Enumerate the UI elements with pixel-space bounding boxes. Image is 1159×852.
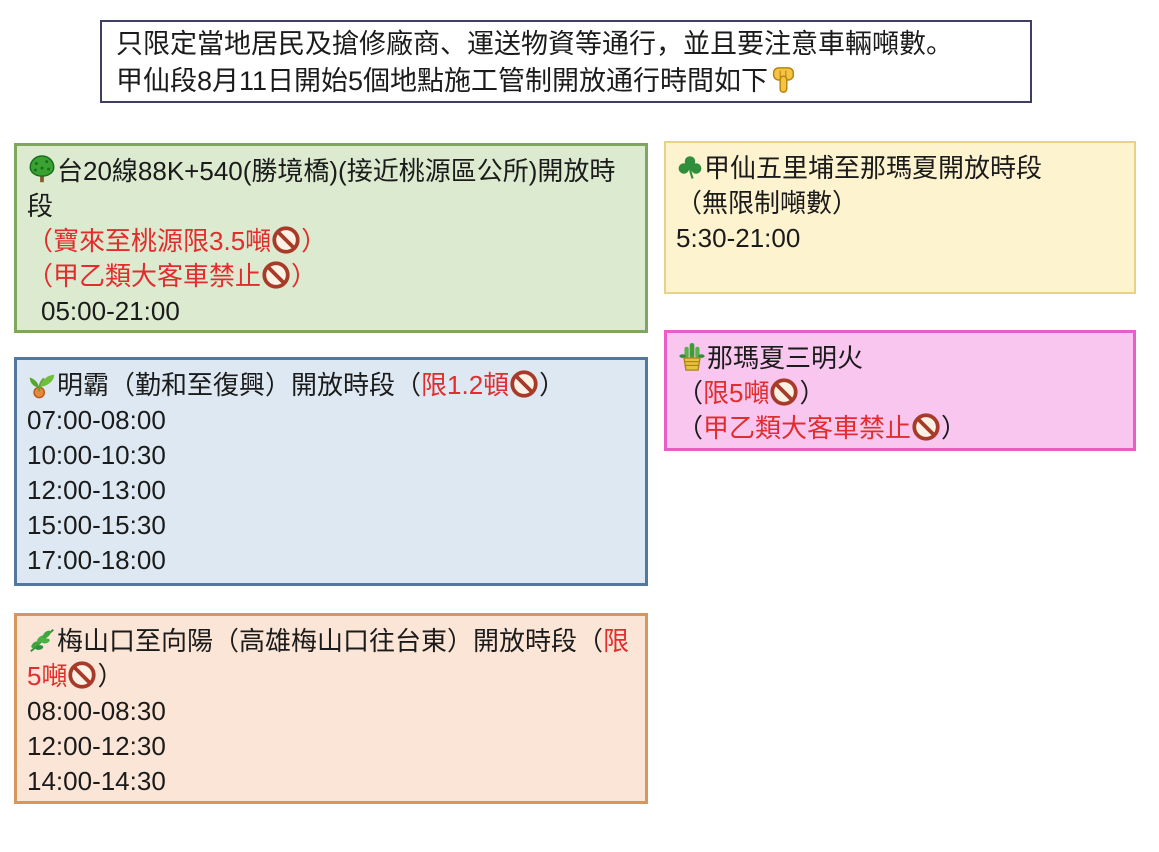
card-meishankou-title-suffix: ） [97, 661, 124, 691]
card-namasia-restriction-2: （甲乙類大客車禁止 ） [677, 411, 1123, 446]
notice-line-1-text: 只限定當地居民及搶修廠商、運送物資等通行，並且要注意車輛噸數。 [116, 29, 953, 59]
note-text: （無限制噸數） [676, 188, 859, 218]
restriction-close-paren: ） [799, 378, 826, 408]
notice-box: 只限定當地居民及搶修廠商、運送物資等通行，並且要注意車輛噸數。 甲仙段8月11日… [100, 20, 1032, 103]
no-entry-icon [509, 369, 539, 399]
pine-decoration-icon [677, 342, 707, 372]
card-mingba-restriction: 限1.2頓 [421, 370, 510, 400]
card-namasia-title: 那瑪夏三明火 [707, 343, 864, 373]
card-mingba-title-line: 明霸（勤和至復興）開放時段（限1.2頓 ） [27, 368, 635, 403]
card-namasia-title-line: 那瑪夏三明火 [677, 341, 1123, 376]
restriction-text: 甲乙類大客車禁止 [703, 413, 912, 443]
card-wulipu: 甲仙五里埔至那瑪夏開放時段 （無限制噸數） 5:30-21:00 [664, 141, 1136, 294]
time-range: 15:00-15:30 [27, 510, 166, 540]
card-wulipu-title: 甲仙五里埔至那瑪夏開放時段 [704, 153, 1043, 183]
card-mingba-time-1: 07:00-08:00 [27, 403, 635, 438]
restriction-close-paren: ） [941, 413, 968, 443]
card-wulipu-note: （無限制噸數） [676, 186, 1124, 221]
restriction-open-paren: （ [677, 413, 704, 443]
restriction-text: 寶來至桃源限3.5噸 [53, 226, 272, 256]
time-range: 17:00-18:00 [27, 545, 166, 575]
time-range: 12:00-12:30 [27, 731, 166, 761]
no-entry-icon [261, 260, 291, 290]
card-meishankou-title-line: 梅山口至向陽（高雄梅山口往台東）開放時段（限5噸） [27, 624, 635, 694]
card-meishankou-restriction: 限5噸 [27, 626, 630, 691]
card-mingba-time-4: 15:00-15:30 [27, 508, 635, 543]
card-mingba-time-2: 10:00-10:30 [27, 438, 635, 473]
restriction-open-paren: （ [27, 226, 54, 256]
card-tai20: 台20線88K+540(勝境橋)(接近桃源區公所)開放時段 （寶來至桃源限3.5… [14, 143, 648, 333]
card-mingba-title-suffix: ） [539, 370, 566, 400]
time-range: 08:00-08:30 [27, 696, 166, 726]
time-range: 12:00-13:00 [27, 475, 166, 505]
restriction-open-paren: （ [677, 378, 704, 408]
restriction-close-paren: ） [291, 261, 318, 291]
time-range: 14:00-14:30 [27, 766, 166, 796]
card-tai20-restriction-1: （寶來至桃源限3.5噸 ） [27, 224, 635, 259]
card-tai20-time: 05:00-21:00 [27, 294, 635, 329]
notice-line-2-text: 甲仙段8月11日開始5個地點施工管制開放通行時間如下 [116, 66, 769, 96]
restriction-text: 限5噸 [703, 378, 770, 408]
card-wulipu-title-line: 甲仙五里埔至那瑪夏開放時段 [676, 151, 1124, 186]
time-range: 07:00-08:00 [27, 405, 166, 435]
card-tai20-title: 台20線88K+540(勝境橋)(接近桃源區公所)開放時段 [27, 156, 616, 221]
card-tai20-restriction-2: （甲乙類大客車禁止 ） [27, 259, 635, 294]
time-range: 05:00-21:00 [41, 296, 180, 326]
pointing-down-icon [768, 65, 798, 95]
seedling-icon [27, 369, 57, 399]
no-entry-icon [271, 225, 301, 255]
no-entry-icon [911, 412, 941, 442]
restriction-open-paren: （ [27, 261, 54, 291]
notice-line-2: 甲仙段8月11日開始5個地點施工管制開放通行時間如下 [116, 63, 1016, 100]
no-entry-icon [67, 660, 97, 690]
shamrock-icon [676, 154, 704, 182]
card-mingba-title-prefix: 明霸（勤和至復興）開放時段（ [57, 370, 422, 400]
herb-icon [27, 625, 57, 655]
card-namasia-restriction-1: （限5噸 ） [677, 376, 1123, 411]
restriction-close-paren: ） [301, 226, 328, 256]
no-entry-icon [769, 377, 799, 407]
card-meishankou-time-1: 08:00-08:30 [27, 694, 635, 729]
card-mingba-time-5: 17:00-18:00 [27, 543, 635, 578]
tree-icon [27, 155, 57, 185]
card-meishankou: 梅山口至向陽（高雄梅山口往台東）開放時段（限5噸） 08:00-08:30 12… [14, 613, 648, 804]
card-meishankou-time-3: 14:00-14:30 [27, 764, 635, 799]
card-tai20-title-line: 台20線88K+540(勝境橋)(接近桃源區公所)開放時段 [27, 154, 635, 224]
notice-line-1: 只限定當地居民及搶修廠商、運送物資等通行，並且要注意車輛噸數。 [116, 26, 1016, 63]
card-wulipu-time: 5:30-21:00 [676, 221, 1124, 256]
card-meishankou-title-prefix: 梅山口至向陽（高雄梅山口往台東）開放時段（ [57, 626, 604, 656]
restriction-text: 甲乙類大客車禁止 [53, 261, 262, 291]
card-mingba-time-3: 12:00-13:00 [27, 473, 635, 508]
time-range: 5:30-21:00 [676, 223, 801, 253]
time-range: 10:00-10:30 [27, 440, 166, 470]
card-mingba: 明霸（勤和至復興）開放時段（限1.2頓 ） 07:00-08:00 10:00-1… [14, 357, 648, 586]
card-meishankou-time-2: 12:00-12:30 [27, 729, 635, 764]
card-namasia: 那瑪夏三明火 （限5噸） （甲乙類大客車禁止） [664, 330, 1136, 451]
